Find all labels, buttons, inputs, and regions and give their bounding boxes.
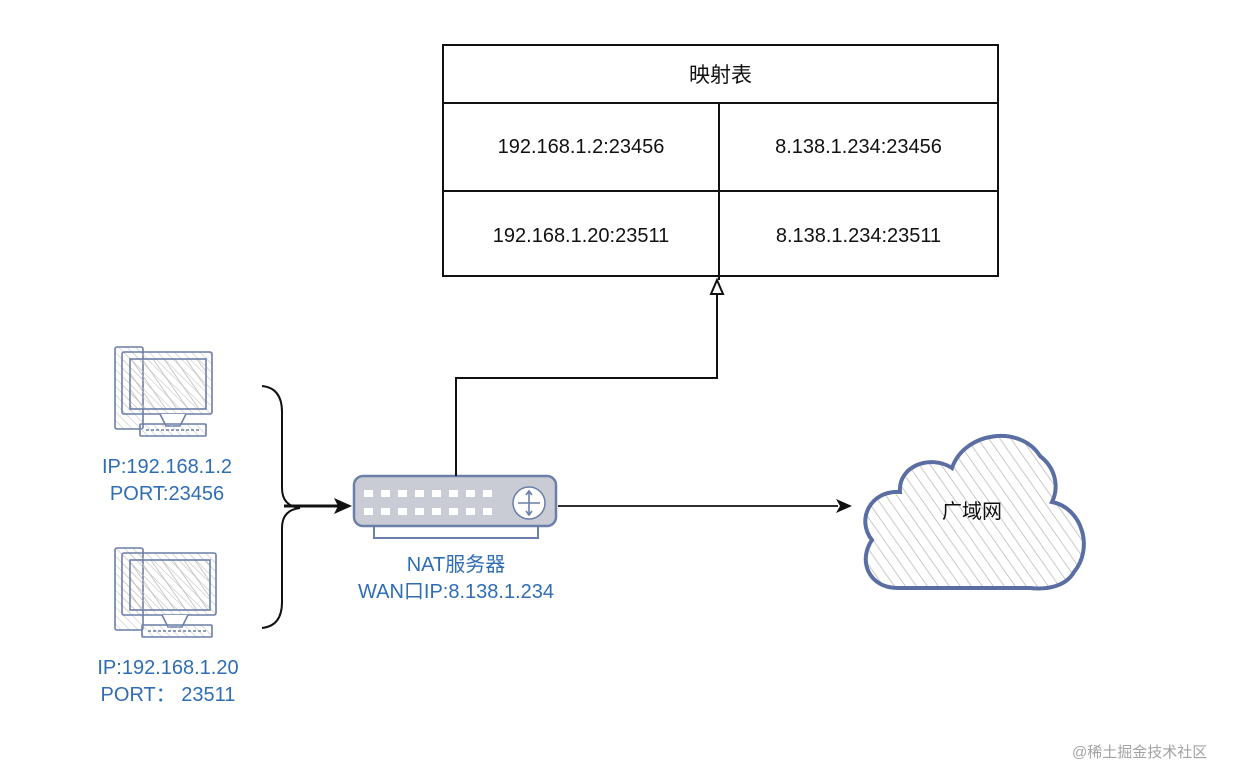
mapping-table: 映射表 192.168.1.2:23456 8.138.1.234:23456 … <box>442 44 999 280</box>
host-2-ip: IP:192.168.1.20 <box>97 657 239 679</box>
nat-server-wan-ip: WAN口IP:8.138.1.234 <box>357 581 555 603</box>
arrow-to-mapping-table <box>455 277 725 476</box>
internal-address-cell: 192.168.1.2:23456 <box>444 104 720 190</box>
wan-cloud-label: 广域网 <box>942 501 1002 523</box>
computer-icon-1 <box>114 346 213 437</box>
external-address-cell: 8.138.1.234:23456 <box>775 135 942 158</box>
mapping-row: 192.168.1.20:23511 8.138.1.234:23511 <box>444 192 997 280</box>
host-1-ip: IP:192.168.1.2 <box>101 456 233 478</box>
host-2-label: IP:192.168.1.20 PORT： 23511 <box>76 655 260 709</box>
internal-address-cell: 192.168.1.20:23511 <box>444 192 720 280</box>
host-1-port: PORT:23456 <box>109 483 225 505</box>
external-address-cell: 8.138.1.234:23511 <box>775 224 942 247</box>
cloud-shape <box>863 433 1086 591</box>
nat-router-icon <box>352 474 558 539</box>
host-1-label: IP:192.168.1.2 PORT:23456 <box>86 454 248 508</box>
arrow-to-nat <box>284 498 352 514</box>
watermark-text: @稀土掘金技术社区 <box>1072 744 1208 761</box>
brace-connector <box>261 385 301 629</box>
nat-server-name: NAT服务器 <box>406 554 506 576</box>
host-2-port: PORT： 23511 <box>100 684 236 706</box>
arrow-to-wan <box>558 499 852 513</box>
computer-icon-2 <box>114 547 217 638</box>
mapping-row: 192.168.1.2:23456 8.138.1.234:23456 <box>444 104 997 192</box>
mapping-table-title: 映射表 <box>444 46 997 104</box>
nat-server-label: NAT服务器 WAN口IP:8.138.1.234 <box>330 552 582 606</box>
